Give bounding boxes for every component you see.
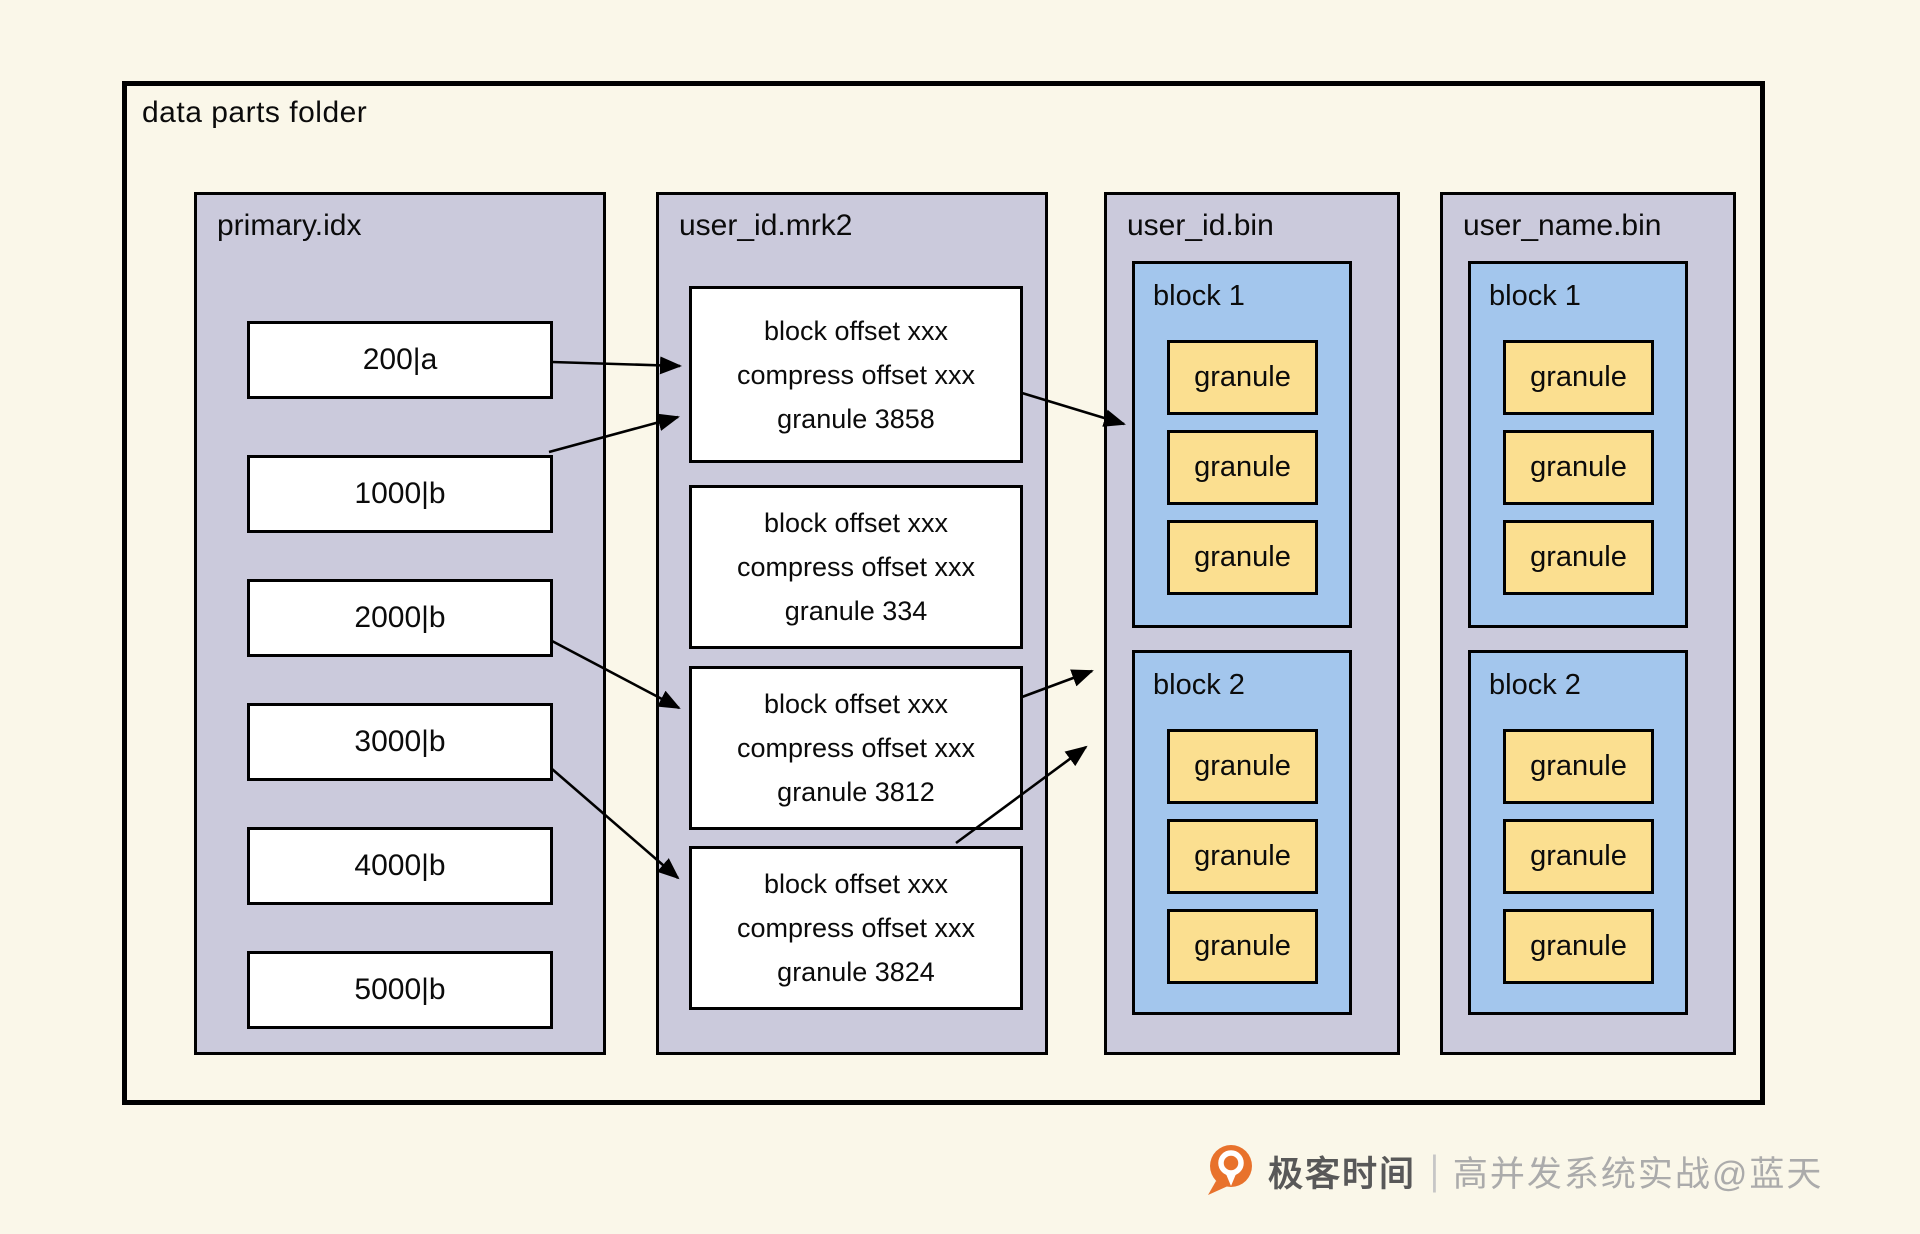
mark-entry-granule-3824: block offset xxx compress offset xxx gra… (689, 846, 1023, 1010)
mark-line: compress offset xxx (736, 552, 976, 582)
idx-entry-5000b: 5000|b (247, 951, 553, 1029)
panel-user-id-bin: user_id.bin block 1 granule granule gran… (1104, 192, 1400, 1055)
mark-entry-granule-3812: block offset xxx compress offset xxx gra… (689, 666, 1023, 830)
watermark-credit-text: 高并发系统实战@蓝天 (1452, 1154, 1824, 1194)
panel-user-name-bin: user_name.bin block 1 granule granule gr… (1440, 192, 1736, 1055)
watermark-divider: | (1430, 1147, 1439, 1194)
block-label: block 1 (1489, 280, 1581, 312)
idx-entry-200a: 200|a (247, 321, 553, 399)
block-label: block 1 (1153, 280, 1245, 312)
mark-line: block offset xxx (763, 689, 949, 719)
idx-entry-4000b: 4000|b (247, 827, 553, 905)
granule-cell: granule (1167, 909, 1318, 984)
granule-cell: granule (1503, 819, 1654, 894)
mark-entry-granule-334: block offset xxx compress offset xxx gra… (689, 485, 1023, 649)
panel-user-name-bin-label: user_name.bin (1463, 209, 1662, 242)
panel-primary-idx: primary.idx 200|a 1000|b 2000|b 3000|b 4… (194, 192, 606, 1055)
watermark: 极客时间 | 高并发系统实战@蓝天 (1206, 1140, 1823, 1202)
idx-entry-2000b: 2000|b (247, 579, 553, 657)
user-name-bin-block-2: block 2 granule granule granule (1468, 650, 1688, 1015)
granule-cell: granule (1503, 729, 1654, 804)
block-label: block 2 (1489, 669, 1581, 701)
granule-cell: granule (1503, 340, 1654, 415)
user-id-bin-block-2: block 2 granule granule granule (1132, 650, 1352, 1015)
granule-cell: granule (1167, 340, 1318, 415)
mark-line: compress offset xxx (736, 359, 976, 390)
idx-entry-1000b: 1000|b (247, 455, 553, 533)
panel-primary-idx-label: primary.idx (217, 209, 362, 242)
granule-cell: granule (1167, 520, 1318, 595)
granule-cell: granule (1167, 729, 1318, 804)
mark-entry-granule-3858: block offset xxx compress offset xxx gra… (689, 286, 1023, 463)
mark-line: granule 3824 (777, 957, 935, 987)
granule-cell: granule (1503, 430, 1654, 505)
mark-line: granule 334 (784, 596, 928, 626)
mark-line: compress offset xxx (736, 913, 976, 943)
mark-line: granule 3858 (777, 403, 935, 434)
block-label: block 2 (1153, 669, 1245, 701)
watermark-brand-text: 极客时间 (1268, 1154, 1417, 1194)
mark-line: block offset xxx (763, 508, 949, 538)
panel-user-id-mrk2-label: user_id.mrk2 (679, 209, 853, 242)
mark-line: compress offset xxx (736, 733, 976, 763)
mark-line: granule 3812 (777, 777, 935, 807)
geektime-logo-icon (1208, 1145, 1252, 1195)
granule-cell: granule (1167, 430, 1318, 505)
diagram-title: data parts folder (142, 96, 368, 129)
panel-user-id-bin-label: user_id.bin (1127, 209, 1274, 242)
mark-line: block offset xxx (763, 869, 949, 899)
granule-cell: granule (1503, 909, 1654, 984)
user-name-bin-block-1: block 1 granule granule granule (1468, 261, 1688, 628)
granule-cell: granule (1167, 819, 1318, 894)
idx-entry-3000b: 3000|b (247, 703, 553, 781)
user-id-bin-block-1: block 1 granule granule granule (1132, 261, 1352, 628)
mark-line: block offset xxx (763, 315, 949, 346)
panel-user-id-mrk2: user_id.mrk2 block offset xxx compress o… (656, 192, 1048, 1055)
granule-cell: granule (1503, 520, 1654, 595)
